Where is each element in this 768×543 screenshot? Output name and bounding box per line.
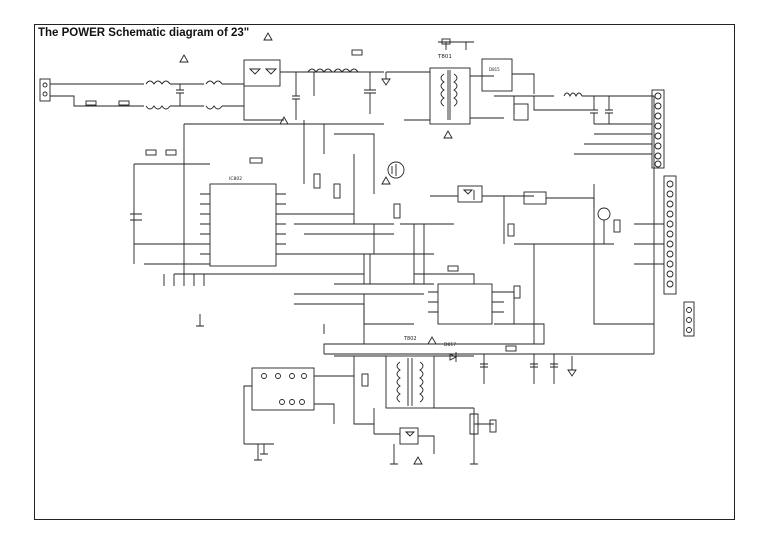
standby-controller-ic xyxy=(243,355,386,461)
pwm-controller-ic: IC802 xyxy=(130,123,384,327)
standby-output: D817 xyxy=(444,342,654,444)
svg-text:T801: T801 xyxy=(437,54,452,60)
svg-text:T802: T802 xyxy=(403,336,417,342)
standby-switch xyxy=(374,419,497,465)
transformer-t802: T802 xyxy=(385,336,474,409)
connector-cn802 xyxy=(574,89,665,169)
feedback-transistors xyxy=(503,191,621,245)
bridge-rectifier xyxy=(243,59,315,121)
svg-text:D817: D817 xyxy=(444,342,456,348)
connector-cn804 xyxy=(634,175,677,324)
svg-text:IC802: IC802 xyxy=(229,176,242,182)
diagram-frame xyxy=(34,24,735,520)
ac-input-connector xyxy=(39,78,51,102)
svg-text:D815: D815 xyxy=(489,67,500,72)
secondary-controller-ic xyxy=(400,223,521,325)
connector-cn805 xyxy=(683,301,695,337)
line-filter xyxy=(50,80,244,110)
switching-section xyxy=(294,120,434,324)
power-schematic: T801 D815 xyxy=(39,32,695,465)
diagram-title: The POWER Schematic diagram of 23" xyxy=(38,27,250,39)
transformer-t801: T801 xyxy=(386,38,504,125)
secondary-output: D815 xyxy=(481,58,655,184)
warning-icons xyxy=(179,32,453,465)
optocoupler xyxy=(430,185,534,214)
pfc-section xyxy=(292,49,391,120)
